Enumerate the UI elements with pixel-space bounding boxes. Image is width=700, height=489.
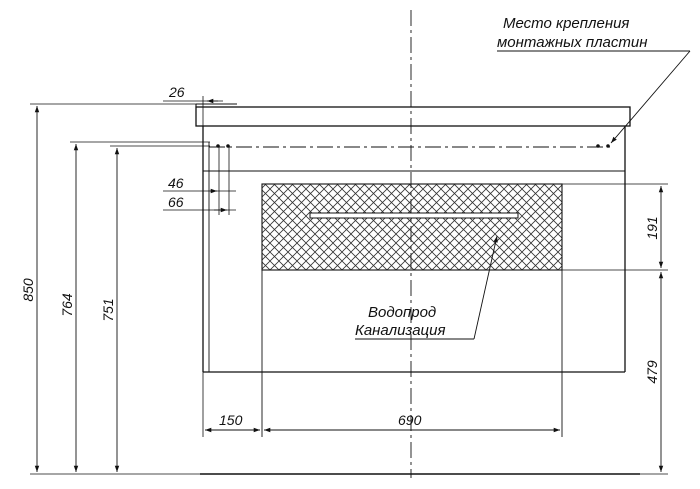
pipes-note-line1: Водопрод — [368, 304, 436, 321]
drain-slot — [309, 212, 519, 219]
dim-751-label: 751 — [100, 298, 116, 321]
mount-note-line1: Место крепления — [503, 15, 629, 32]
dim-46-label: 46 — [168, 175, 184, 191]
cabinet — [195, 103, 631, 373]
dim-479-label: 479 — [644, 360, 660, 384]
countertop — [195, 106, 631, 127]
dim-26-label: 26 — [168, 84, 185, 100]
dim-46-66: 46 66 — [163, 146, 236, 215]
dim-66-label: 66 — [168, 194, 184, 210]
dim-850-label: 850 — [20, 278, 36, 302]
dim-26: 26 — [163, 84, 223, 126]
mount-note-line2: монтажных пластин — [497, 34, 647, 51]
right-dimensions: 191 479 — [562, 183, 668, 475]
dim-150-label: 150 — [219, 412, 243, 428]
dim-764-label: 764 — [59, 293, 75, 317]
bottom-dimensions: 150 690 — [202, 372, 560, 437]
mount-point-right-b — [606, 144, 610, 148]
pipes-note-line2: Канализация — [355, 322, 446, 339]
pipes-callout: Водопрод Канализация — [355, 235, 498, 340]
dim-690-label: 690 — [398, 412, 422, 428]
left-dimensions: 850 764 751 — [20, 103, 210, 475]
dim-191-label: 191 — [644, 216, 660, 239]
mount-point-right-a — [596, 144, 600, 148]
mount-callout: Место крепления монтажных пластин — [497, 15, 691, 144]
pipes-zone — [261, 183, 563, 271]
